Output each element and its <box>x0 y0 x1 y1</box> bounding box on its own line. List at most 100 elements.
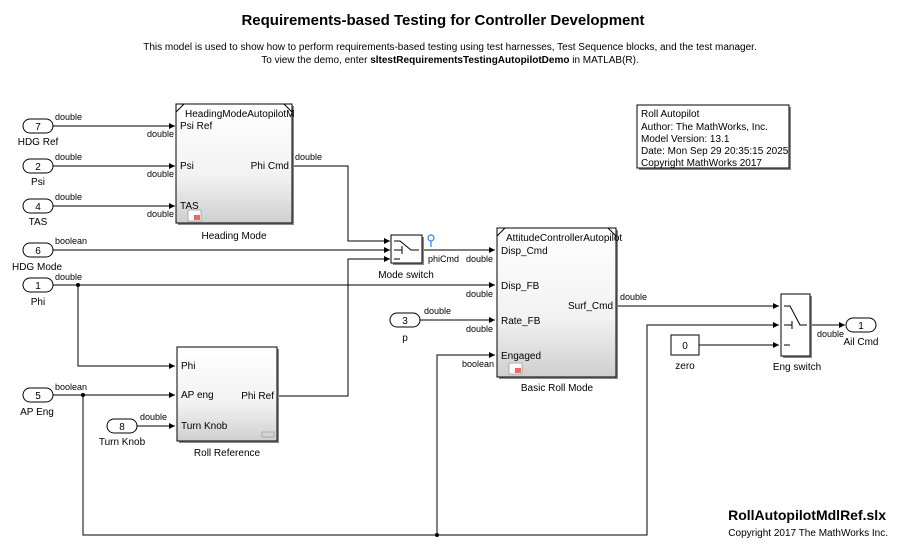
wire-phi-branch[interactable] <box>77 285 175 369</box>
description-line-1: This model is used to show how to perfor… <box>143 42 756 53</box>
outport-label: Ail Cmd <box>843 337 878 348</box>
model-reference-icon <box>508 362 523 375</box>
inport-label: Turn Knob <box>99 437 146 448</box>
svg-text:1: 1 <box>35 281 41 292</box>
description-line-2: To view the demo, enter sltestRequiremen… <box>261 55 639 66</box>
svg-text:2: 2 <box>35 162 41 173</box>
sig-label: double <box>147 129 174 139</box>
sig-label: double <box>55 152 82 162</box>
wire-phi-cmd[interactable] <box>294 165 390 244</box>
inport-p[interactable]: 3 p <box>389 312 421 344</box>
signal-labels: double double double double double doubl… <box>55 112 844 422</box>
sig-label: double <box>295 152 322 162</box>
svg-text:0: 0 <box>682 341 688 352</box>
svg-text:6: 6 <box>35 246 41 257</box>
eng-switch-block[interactable]: Eng switch <box>773 293 821 373</box>
mode-switch-label: Mode switch <box>378 270 434 281</box>
model-info-box[interactable]: Roll Autopilot Author: The MathWorks, In… <box>636 104 791 170</box>
branch-point-ap-eng <box>81 393 85 397</box>
basic-roll-mode-label: Basic Roll Mode <box>521 383 594 394</box>
inport-label: HDG Ref <box>18 137 59 148</box>
heading-block-header: HeadingModeAutopilotM <box>185 109 295 120</box>
sig-label: double <box>55 112 82 122</box>
port-engaged: Engaged <box>501 351 541 362</box>
svg-text:4: 4 <box>35 202 41 213</box>
inport-ap-eng[interactable]: 5 AP Eng <box>20 387 54 418</box>
inport-psi[interactable]: 2 Psi <box>22 158 54 188</box>
sig-label: double <box>466 254 493 264</box>
sig-label: double <box>147 209 174 219</box>
test-point-icon <box>427 234 435 247</box>
svg-text:5: 5 <box>35 391 41 402</box>
port-psi: Psi <box>180 161 194 172</box>
port-disp-cmd: Disp_Cmd <box>501 246 548 257</box>
sig-label: double <box>620 292 647 302</box>
switch-contact-icon <box>784 305 807 326</box>
inport-hdg-ref[interactable]: 7 HDG Ref <box>18 118 59 148</box>
port-rate-fb: Rate_FB <box>501 316 541 327</box>
outport-ail-cmd[interactable]: 1 Ail Cmd <box>843 317 879 348</box>
port-tas: TAS <box>180 201 199 212</box>
model-reference-icon <box>187 209 202 222</box>
eng-switch-label: Eng switch <box>773 362 821 373</box>
heading-mode-block[interactable]: HeadingModeAutopilotM Psi Ref Psi TAS Ph… <box>175 103 295 242</box>
port-surf-cmd: Surf_Cmd <box>568 301 613 312</box>
footer-copyright: Copyright 2017 The MathWorks Inc. <box>728 528 888 539</box>
branch-point-phi <box>76 283 80 287</box>
port-phi-ref: Phi Ref <box>241 391 274 402</box>
wire-engaged[interactable] <box>436 352 495 535</box>
sig-label: double <box>55 272 82 282</box>
inport-label: TAS <box>29 217 48 228</box>
attitude-block-header: AttitudeControllerAutopilot <box>506 233 622 244</box>
sig-label-phicmd: phiCmd <box>428 254 459 264</box>
inport-turn-knob[interactable]: 8 Turn Knob <box>99 418 146 448</box>
inport-label: Psi <box>31 177 45 188</box>
wire-ap-eng-branch[interactable] <box>82 322 779 536</box>
sig-label: double <box>466 289 493 299</box>
port-ap-eng: AP eng <box>181 390 214 401</box>
sig-label: double <box>55 192 82 202</box>
diagram-title: Requirements-based Testing for Controlle… <box>241 12 644 29</box>
constant-label: zero <box>675 361 695 372</box>
sig-label: boolean <box>462 359 494 369</box>
sig-label: double <box>466 324 493 334</box>
inport-label: p <box>402 333 408 344</box>
demo-command-link[interactable]: sltestRequirementsTestingAutopilotDemo <box>370 55 569 66</box>
inport-label: HDG Mode <box>12 262 62 273</box>
port-phi: Phi <box>181 361 195 372</box>
sig-label: boolean <box>55 382 87 392</box>
inport-label: Phi <box>31 297 45 308</box>
inport-tas[interactable]: 4 TAS <box>22 198 54 228</box>
port-psi-ref: Psi Ref <box>180 121 212 132</box>
info-copyright: Copyright MathWorks 2017 <box>641 158 762 169</box>
heading-block-label: Heading Mode <box>201 231 266 242</box>
inport-hdg-mode[interactable]: 6 HDG Mode <box>12 242 62 273</box>
port-phi-cmd: Phi Cmd <box>251 161 289 172</box>
branch-point-engaged <box>435 533 439 537</box>
inport-phi[interactable]: 1 Phi <box>22 277 54 308</box>
sig-label: double <box>147 169 174 179</box>
svg-text:8: 8 <box>119 422 125 433</box>
roll-reference-label: Roll Reference <box>194 448 261 459</box>
svg-text:7: 7 <box>35 122 41 133</box>
info-author: Author: The MathWorks, Inc. <box>641 122 768 133</box>
mode-switch-block[interactable]: Mode switch <box>378 234 435 281</box>
info-title: Roll Autopilot <box>641 109 700 120</box>
inport-label: AP Eng <box>20 407 54 418</box>
roll-reference-block[interactable]: Phi AP eng Turn Knob Phi Ref Roll Refere… <box>176 346 279 459</box>
svg-text:1: 1 <box>858 321 864 332</box>
subsystem-icon <box>261 431 275 438</box>
wire-phi-ref[interactable] <box>279 256 390 397</box>
basic-roll-mode-block[interactable]: AttitudeControllerAutopilot Disp_Cmd Dis… <box>496 227 622 394</box>
signal-lines <box>53 123 845 537</box>
sig-label: boolean <box>55 236 87 246</box>
model-filename: RollAutopilotMdlRef.slx <box>728 507 886 523</box>
info-version: Model Version: 13.1 <box>641 134 730 145</box>
constant-zero-block[interactable]: 0 zero <box>670 334 700 372</box>
port-disp-fb: Disp_FB <box>501 281 540 292</box>
switch-contact-icon <box>394 240 419 251</box>
sig-label: double <box>817 329 844 339</box>
info-date: Date: Mon Sep 29 20:35:15 2025 <box>641 146 789 157</box>
svg-text:3: 3 <box>402 316 408 327</box>
